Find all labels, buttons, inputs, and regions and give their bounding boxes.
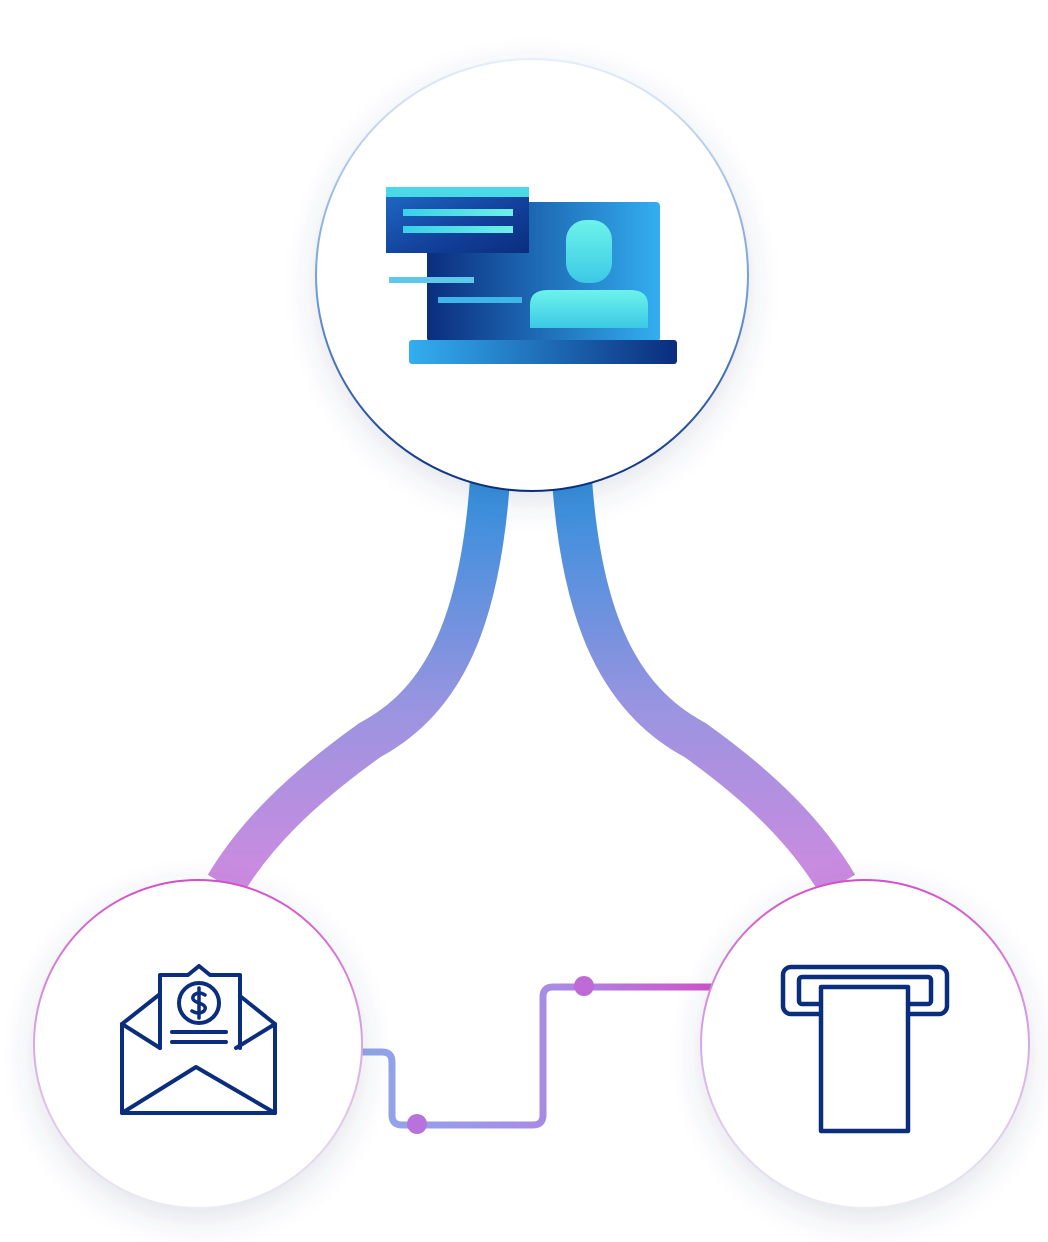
- link-left-curve: [207, 478, 510, 896]
- laptop-profile-icon: [386, 187, 677, 364]
- node-online-profile: [315, 58, 749, 492]
- node-ring-top: [315, 58, 749, 492]
- envelope-dollar-icon: [120, 964, 277, 1115]
- receipt-slot-icon: [780, 964, 950, 1134]
- connector-dot-right: [574, 976, 594, 996]
- node-ring-left: [33, 879, 363, 1209]
- link-right-curve: [552, 478, 856, 896]
- node-payment-envelope: [33, 879, 363, 1209]
- node-receipt-dispenser: [700, 879, 1030, 1209]
- link-bottom-connector: [351, 983, 719, 1129]
- connector-dot-left: [407, 1114, 427, 1134]
- node-ring-right: [700, 879, 1030, 1209]
